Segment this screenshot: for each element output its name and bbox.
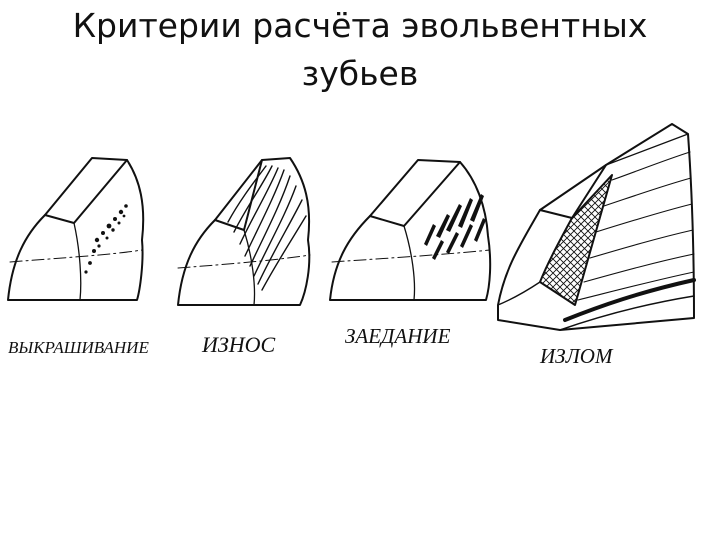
gear-tooth-failure-illustration (0, 118, 720, 378)
slide-title-line-2: зубьев (301, 54, 419, 93)
slide-title-line-1: Критерии расчёта эвольвентных (72, 6, 648, 45)
tooth-wear-drawing (177, 157, 311, 306)
caption-fracture: ИЗЛОМ (540, 344, 613, 368)
caption-scuffing: ЗАЕДАНИЕ (345, 324, 451, 348)
caption-pitting: ВЫКРАШИВАНИЕ (8, 338, 149, 357)
caption-wear: ИЗНОС (202, 332, 276, 357)
tooth-fracture-drawing (497, 123, 696, 331)
slide-title: Критерии расчёта эвольвентных зубьев (0, 2, 720, 98)
tooth-pitting-drawing (7, 157, 145, 301)
tooth-scuffing-drawing (329, 159, 492, 301)
